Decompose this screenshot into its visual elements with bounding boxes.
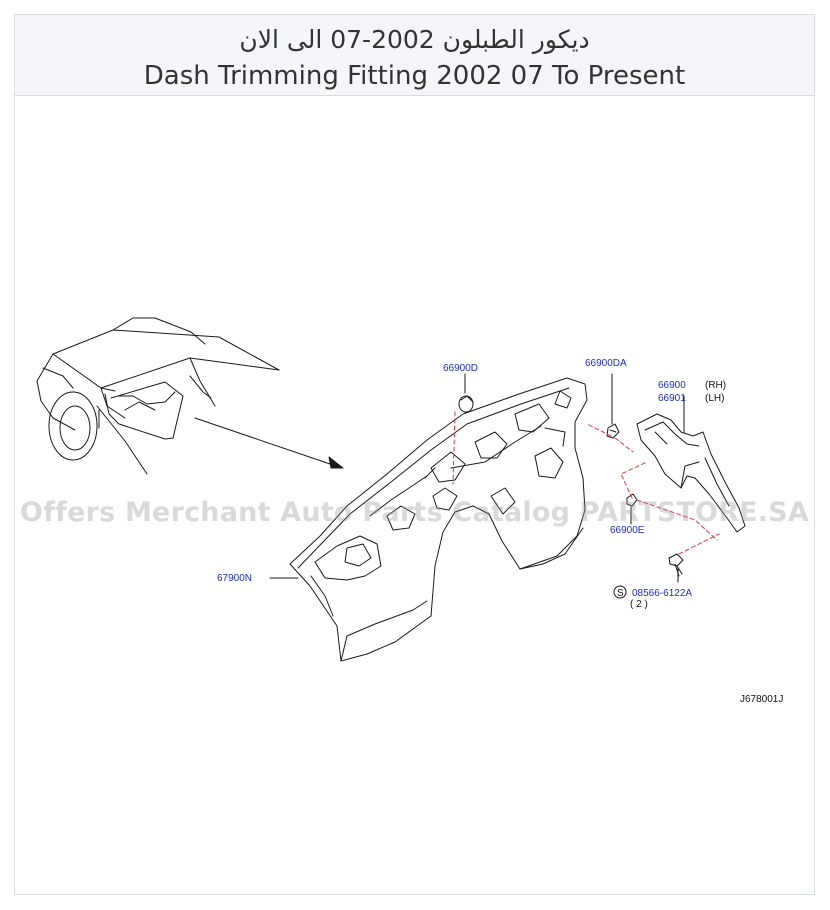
screw-symbol-circle [613,585,627,599]
label-rh: (RH) [705,380,726,391]
callout-67900N: 67900N [217,573,252,584]
label-lh: (LH) [705,393,724,404]
callout-66900E: 66900E [610,525,645,536]
direction-arrow [194,417,344,469]
page-title-english: Dash Trimming Fitting 2002 07 To Present [143,61,686,91]
dashed-guides [452,411,720,555]
parts-diagram-svg: 66900D 66900DA 66900 66901 (RH) (LH) 669… [36,317,783,705]
diagram-frame: ديكور الطبلون 2002-07 الى الان Dash Trim… [14,14,815,895]
callout-66900DA: 66900DA [585,358,627,369]
screw-08566-6122A-illustration [668,553,684,577]
callout-66900: 66900 [658,380,686,391]
grommet-66900D-illustration [458,395,474,413]
leader-lines [269,373,685,583]
clip-66900DA-illustration [606,423,620,439]
side-trim-66900-66901-illustration [636,413,746,533]
screw-symbol-letter: S [617,588,624,599]
drawing-code: J678001J [740,694,783,705]
dash-insulator-panel [289,377,588,662]
screw-quantity: ( 2 ) [630,599,648,610]
page-title-arabic: ديكور الطبلون 2002-07 الى الان [239,25,590,54]
callout-08566-6122A: 08566-6122A [632,588,692,599]
callout-66900D: 66900D [443,363,478,374]
clip-66900E-illustration [626,493,638,507]
parts-diagram: 66900D 66900DA 66900 66901 (RH) (LH) 669… [15,96,814,894]
page-header: ديكور الطبلون 2002-07 الى الان Dash Trim… [15,15,814,96]
car-overview-illustration [36,317,280,475]
callout-66901: 66901 [658,393,686,404]
